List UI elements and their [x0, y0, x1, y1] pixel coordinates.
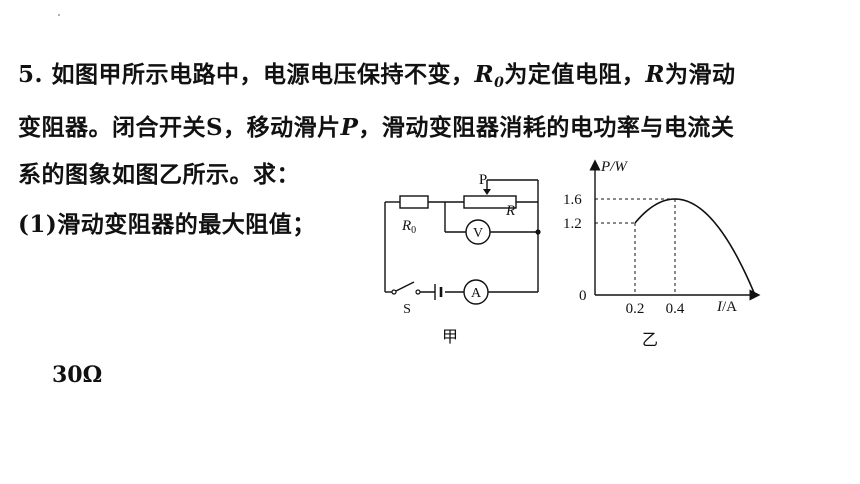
label-r: R — [505, 203, 515, 219]
label-s: S — [403, 302, 411, 317]
label-a: A — [471, 286, 482, 301]
x-tick-label-0-4: 0.4 — [666, 301, 685, 317]
origin-label: 0 — [579, 288, 587, 304]
slider-symbol: P — [340, 114, 359, 141]
x-tick-label-0-2: 0.2 — [626, 301, 645, 317]
question-text-2c: ，滑动变阻器消耗的电功率与电流关 — [358, 114, 735, 141]
question-line-1: 5. 如图甲所示电路中，电源电压保持不变，R0为定值电阻，R为滑动 — [18, 60, 736, 98]
decorative-dot — [58, 14, 60, 16]
switch-blade — [393, 281, 415, 293]
y-axis-label: P/W — [600, 159, 628, 175]
caption-yi: 乙 — [642, 332, 658, 349]
question-number: 5 — [18, 61, 35, 88]
y-tick-label-1-2: 1.2 — [563, 216, 582, 232]
caption-jia: 甲 — [442, 329, 458, 345]
answer-text: 30Ω — [52, 362, 103, 388]
question-text-2b: ，移动滑片 — [223, 114, 341, 141]
rheostat — [463, 195, 517, 209]
switch-contact-left — [391, 289, 397, 295]
y-tick-label-1-6: 1.6 — [563, 192, 582, 208]
power-current-graph: P/W I/A 0 1.2 1.6 0.2 0.4 乙 — [563, 159, 761, 349]
switch-contact-right — [415, 289, 421, 295]
question-line-4: (1)滑动变阻器的最大阻值； — [18, 210, 316, 240]
question-text-1a: 如图甲所示电路中，电源电压保持不变， — [51, 61, 475, 88]
switch-symbol: S — [206, 114, 224, 141]
r-symbol: R — [645, 61, 666, 88]
question-line-3: 系的图象如图乙所示。求： — [18, 160, 300, 190]
circuit-diagram: P R R0 V A S 甲 — [384, 172, 541, 345]
question-separator: . — [34, 61, 44, 88]
r0-resistor — [399, 195, 429, 209]
r0-symbol: R0 — [474, 61, 505, 91]
label-p: P — [479, 172, 487, 188]
guide-lines — [595, 198, 676, 295]
question-text-1b: 为定值电阻， — [504, 61, 646, 88]
slider-arrow — [483, 189, 491, 195]
label-v: V — [473, 226, 483, 241]
question-text-3: 系的图象如图乙所示。求： — [18, 161, 300, 188]
junction-dot — [535, 229, 541, 235]
label-r0: R0 — [401, 218, 416, 236]
question-text-4: (1)滑动变阻器的最大阻值； — [18, 211, 316, 238]
ammeter-circle — [463, 279, 489, 305]
question-line-2: 变阻器。闭合开关S，移动滑片P，滑动变阻器消耗的电功率与电流关 — [18, 113, 734, 143]
question-text-2a: 变阻器。闭合开关 — [18, 114, 206, 141]
question-text-1c: 为滑动 — [665, 61, 736, 88]
power-curve — [634, 198, 756, 296]
x-axis-label: I/A — [716, 299, 737, 315]
voltmeter-circle — [465, 219, 491, 245]
